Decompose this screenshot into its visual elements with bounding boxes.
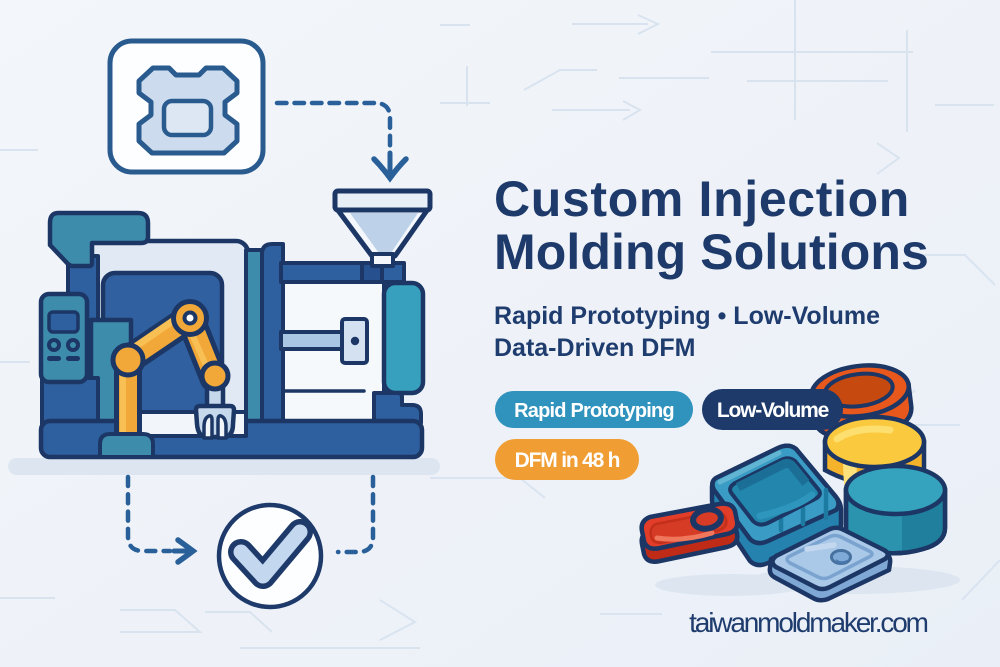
svg-text:Low-Volume: Low-Volume xyxy=(717,399,829,422)
svg-text:Rapid Prototyping • Low-Volume: Rapid Prototyping • Low-Volume xyxy=(494,302,880,330)
svg-text:Custom Injection: Custom Injection xyxy=(494,171,910,227)
svg-text:Molding Solutions: Molding Solutions xyxy=(494,224,929,280)
svg-text:taiwanmoldmaker.com: taiwanmoldmaker.com xyxy=(689,607,928,638)
svg-text:Rapid Prototyping: Rapid Prototyping xyxy=(514,400,674,422)
svg-text:Data-Driven DFM: Data-Driven DFM xyxy=(494,334,695,362)
svg-text:DFM in 48 h: DFM in 48 h xyxy=(515,449,620,472)
